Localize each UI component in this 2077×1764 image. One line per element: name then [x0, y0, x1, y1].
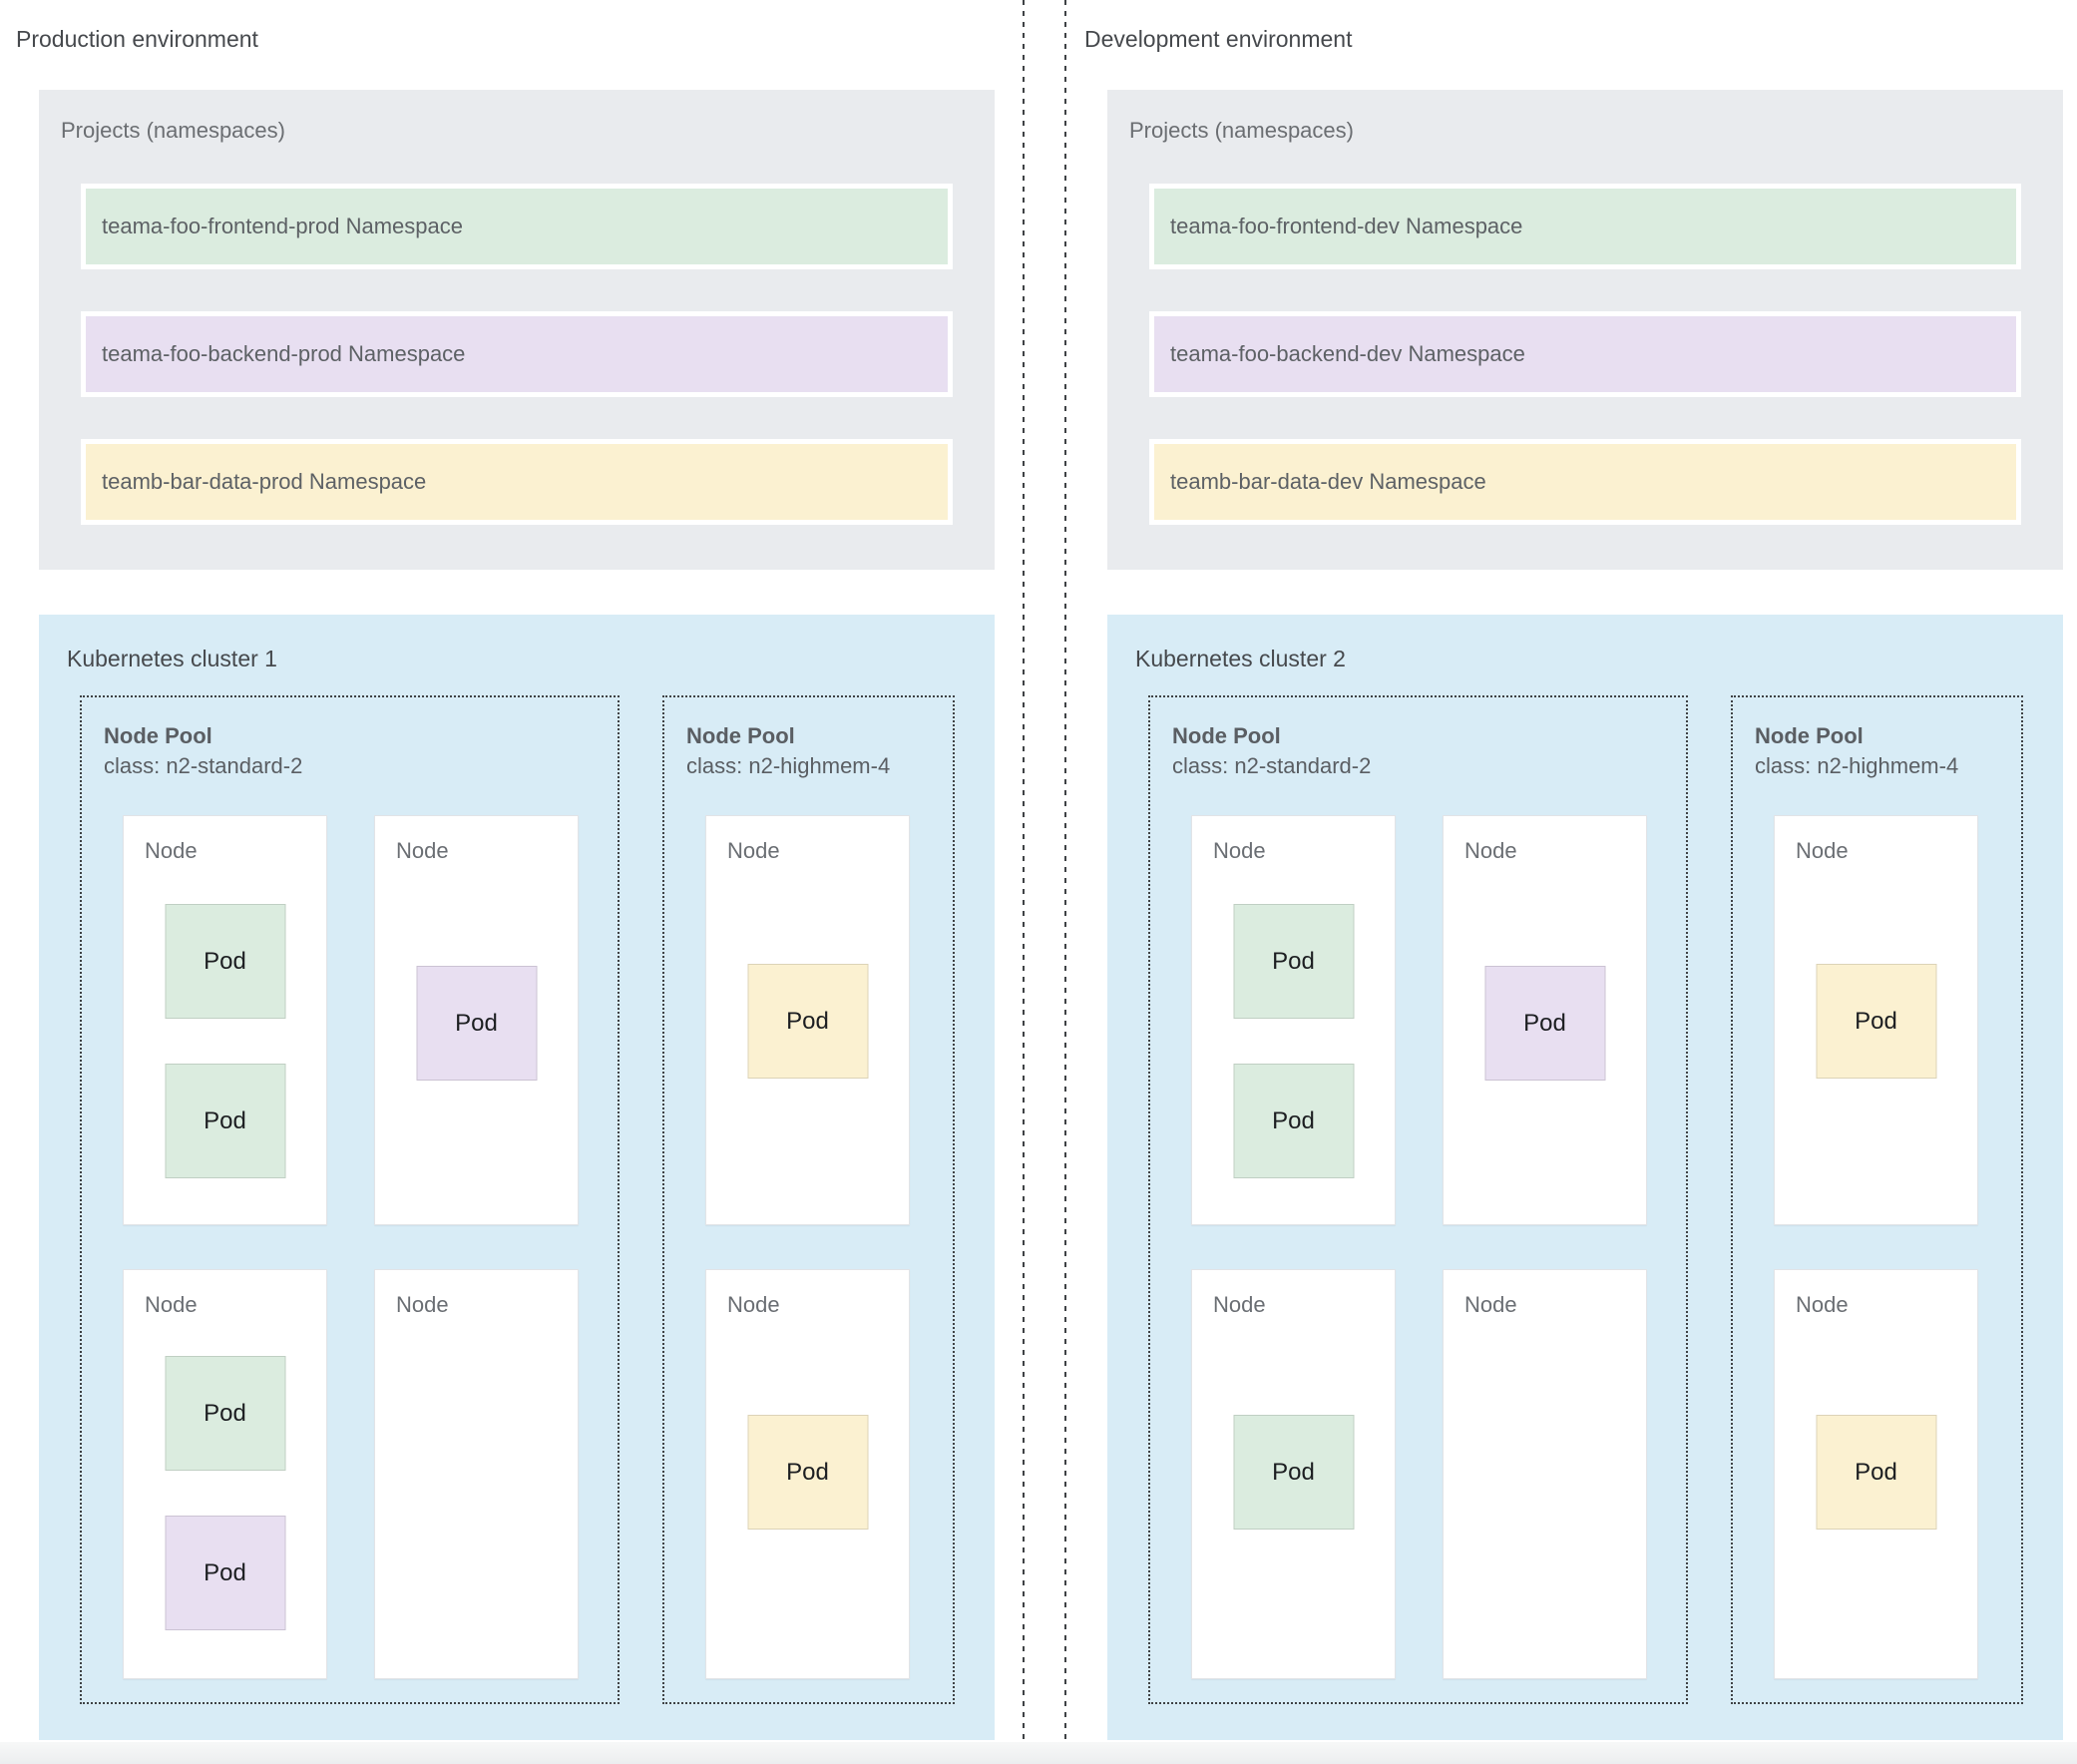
node-pool-name: Node Pool	[1755, 723, 1864, 748]
node-pool-label: Node Pool class: n2-highmem-4	[1755, 721, 1958, 781]
node-pool-class: class: n2-standard-2	[1172, 753, 1372, 778]
namespace-label: teama-foo-backend-prod Namespace	[86, 316, 948, 392]
namespace-label: teama-foo-frontend-prod Namespace	[86, 189, 948, 264]
node-label: Node	[1464, 838, 1517, 863]
namespace-label: teama-foo-backend-dev Namespace	[1154, 316, 2016, 392]
cluster-title: Kubernetes cluster 2	[1135, 646, 1346, 671]
projects-title: Projects (namespaces)	[1129, 118, 1354, 143]
node-pool-name: Node Pool	[104, 723, 212, 748]
pod: Pod	[1233, 1415, 1354, 1530]
namespace-label: teamb-bar-data-dev Namespace	[1154, 444, 2016, 520]
projects-box: Projects (namespaces) teama-foo-frontend…	[39, 90, 995, 570]
namespace-bar-backend: teama-foo-backend-dev Namespace	[1149, 311, 2021, 397]
page-bottom-strip	[0, 1742, 2077, 1764]
pod: Pod	[1816, 1415, 1936, 1530]
environment-divider-line	[1064, 0, 1066, 1764]
namespace-label: teamb-bar-data-prod Namespace	[86, 444, 948, 520]
node-pool-name: Node Pool	[686, 723, 795, 748]
node-label: Node	[727, 838, 780, 863]
node-pool-label: Node Pool class: n2-highmem-4	[686, 721, 890, 781]
pod: Pod	[1233, 904, 1354, 1019]
environment-title: Production environment	[16, 26, 258, 52]
pod: Pod	[165, 904, 285, 1019]
pod: Pod	[165, 1356, 285, 1471]
cluster-title: Kubernetes cluster 1	[67, 646, 277, 671]
node-label: Node	[1796, 838, 1849, 863]
environment-divider-line	[1023, 0, 1025, 1764]
node-pool-label: Node Pool class: n2-standard-2	[1172, 721, 1371, 781]
namespace-bar-data: teamb-bar-data-prod Namespace	[81, 439, 953, 525]
node-label: Node	[1213, 1292, 1266, 1317]
node-label: Node	[396, 1292, 449, 1317]
node-label: Node	[145, 1292, 198, 1317]
pod: Pod	[1233, 1064, 1354, 1178]
node-pool-class: class: n2-highmem-4	[1755, 753, 1959, 778]
pod: Pod	[1816, 964, 1936, 1079]
pod: Pod	[747, 964, 868, 1079]
kubernetes-cluster-box: Kubernetes cluster 2 Node Pool class: n2-…	[1107, 615, 2063, 1740]
projects-title: Projects (namespaces)	[61, 118, 285, 143]
environment-title: Development environment	[1084, 26, 1353, 52]
namespace-label: teama-foo-frontend-dev Namespace	[1154, 189, 2016, 264]
namespace-bar-frontend: teama-foo-frontend-dev Namespace	[1149, 184, 2021, 269]
pod: Pod	[165, 1064, 285, 1178]
node-pool-class: class: n2-highmem-4	[686, 753, 891, 778]
node-label: Node	[396, 838, 449, 863]
node-label: Node	[1464, 1292, 1517, 1317]
node: Node	[374, 1269, 579, 1679]
production-environment-panel: Production environment Projects (namespa…	[0, 0, 1009, 1764]
node: Node	[1443, 1269, 1647, 1679]
development-environment-panel: Development environment Projects (namesp…	[1068, 0, 2077, 1764]
pod: Pod	[416, 966, 537, 1081]
node-pool-name: Node Pool	[1172, 723, 1281, 748]
node-label: Node	[145, 838, 198, 863]
pod: Pod	[1484, 966, 1605, 1081]
namespace-bar-backend: teama-foo-backend-prod Namespace	[81, 311, 953, 397]
node-pool-class: class: n2-standard-2	[104, 753, 303, 778]
projects-box: Projects (namespaces) teama-foo-frontend…	[1107, 90, 2063, 570]
node-pool-label: Node Pool class: n2-standard-2	[104, 721, 302, 781]
node-label: Node	[1213, 838, 1266, 863]
pod: Pod	[747, 1415, 868, 1530]
node-label: Node	[1796, 1292, 1849, 1317]
kubernetes-cluster-box: Kubernetes cluster 1 Node Pool class: n2-…	[39, 615, 995, 1740]
pod: Pod	[165, 1516, 285, 1630]
namespace-bar-frontend: teama-foo-frontend-prod Namespace	[81, 184, 953, 269]
node-label: Node	[727, 1292, 780, 1317]
namespace-bar-data: teamb-bar-data-dev Namespace	[1149, 439, 2021, 525]
